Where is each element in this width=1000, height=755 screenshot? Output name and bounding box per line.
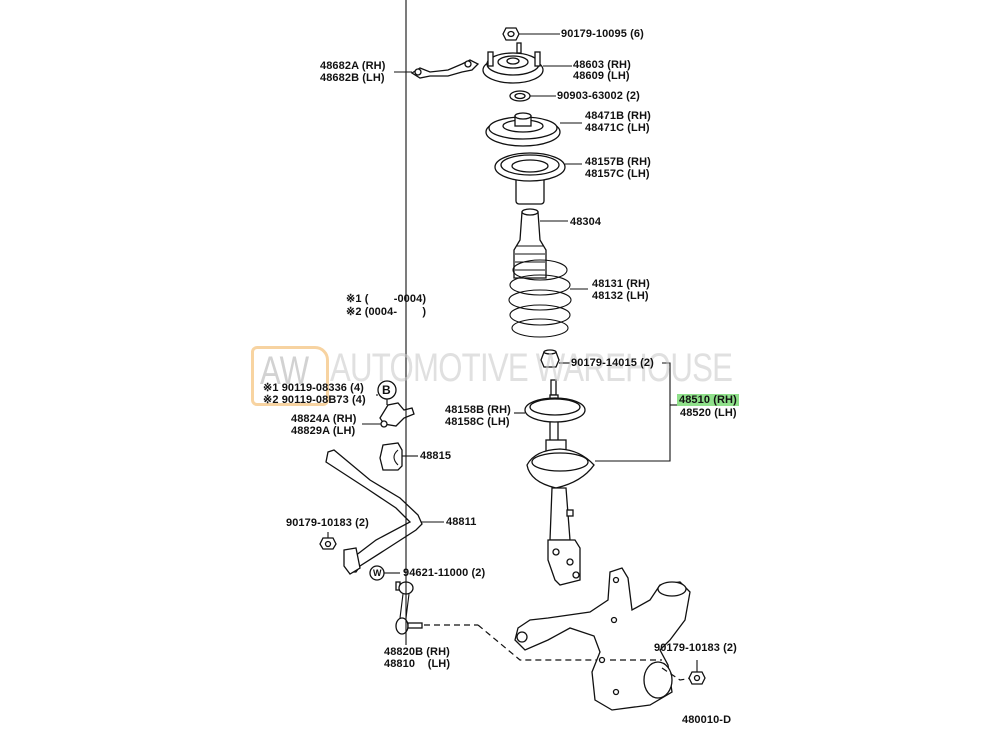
label-stabilizer-bar[interactable]: 48811 bbox=[446, 516, 477, 528]
label-stab-nut[interactable]: 90179-10183 (2) bbox=[286, 517, 369, 529]
label-spring-lh[interactable]: 48132 (LH) bbox=[592, 290, 649, 302]
label-bearing[interactable]: 90903-63002 (2) bbox=[557, 90, 640, 102]
label-bracket-rh[interactable]: 48824A (RH) bbox=[291, 413, 357, 425]
insulator-drawing bbox=[494, 152, 582, 205]
label-brace-rh[interactable]: 48682A (RH) bbox=[320, 60, 386, 72]
stabilizer-bar-drawing bbox=[325, 449, 444, 575]
brace-drawing bbox=[394, 59, 480, 79]
knuckle-drawing bbox=[514, 567, 693, 711]
label-strut-lh[interactable]: 48520 (LH) bbox=[680, 407, 737, 419]
strut-nut-drawing bbox=[540, 349, 678, 462]
highlight-strut-rh[interactable]: 48510 (RH) bbox=[677, 394, 739, 406]
label-insulator-rh[interactable]: 48157B (RH) bbox=[585, 156, 651, 168]
label-brace-lh[interactable]: 48682B (LH) bbox=[320, 72, 385, 84]
label-bolt-2[interactable]: ※2 90119-08B73 (4) bbox=[263, 394, 366, 406]
upper-seat-drawing bbox=[485, 112, 582, 147]
stabilizer-link-drawing bbox=[395, 0, 600, 661]
label-bumper[interactable]: 48304 bbox=[570, 216, 602, 228]
label-mount-lh[interactable]: 48609 (LH) bbox=[573, 70, 630, 82]
bracket-drawing bbox=[362, 380, 415, 428]
label-washer[interactable]: 94621-11000 (2) bbox=[403, 567, 486, 579]
label-mount-rh[interactable]: 48603 (RH) bbox=[573, 59, 631, 71]
bushing-drawing bbox=[379, 442, 418, 471]
figure-code: 480010-D bbox=[682, 714, 732, 726]
watermark-logo-text: AW bbox=[260, 349, 310, 393]
label-insulator-lh[interactable]: 48157C (LH) bbox=[585, 168, 650, 180]
bearing-drawing bbox=[509, 90, 556, 102]
bumper-spring-drawing bbox=[508, 208, 588, 338]
label-upper-nut[interactable]: 90179-10095 (6) bbox=[561, 28, 644, 40]
strut-drawing bbox=[514, 379, 595, 586]
label-lower-insulator-rh[interactable]: 48158B (RH) bbox=[445, 404, 511, 416]
label-bolt-1[interactable]: ※1 90119-08336 (4) bbox=[263, 382, 364, 394]
label-spring-rh[interactable]: 48131 (RH) bbox=[592, 278, 650, 290]
label-lower-insulator-lh[interactable]: 48158C (LH) bbox=[445, 416, 510, 428]
stab-nut-drawing bbox=[319, 532, 337, 550]
upper-mount-drawing bbox=[482, 42, 572, 84]
knuckle-nut-drawing bbox=[688, 660, 706, 685]
label-upper-seat-lh[interactable]: 48471C (LH) bbox=[585, 122, 650, 134]
label-strut-rh[interactable]: 48510 (RH) bbox=[677, 394, 739, 406]
label-link-rh[interactable]: 48820B (RH) bbox=[384, 646, 450, 658]
watermark-brand: AUTOMOTIVE WAREHOUSE bbox=[330, 346, 733, 390]
washer-callout-drawing bbox=[369, 565, 400, 581]
label-bushing[interactable]: 48815 bbox=[420, 450, 452, 462]
upper-nut-drawing bbox=[502, 27, 560, 41]
note-2: ※2 (0004- ) bbox=[346, 306, 427, 318]
callout-b: B bbox=[382, 383, 391, 397]
label-bracket-lh[interactable]: 48829A (LH) bbox=[291, 425, 356, 437]
note-1: ※1 ( -0004) bbox=[346, 293, 427, 305]
label-knuckle-nut[interactable]: 90179-10183 (2) bbox=[654, 642, 737, 654]
label-upper-seat-rh[interactable]: 48471B (RH) bbox=[585, 110, 651, 122]
label-link-lh[interactable]: 48810 (LH) bbox=[384, 658, 451, 670]
label-strut-nut[interactable]: 90179-14015 (2) bbox=[571, 357, 654, 369]
watermark-logo: AW bbox=[251, 346, 329, 406]
callout-w: W bbox=[373, 568, 382, 578]
